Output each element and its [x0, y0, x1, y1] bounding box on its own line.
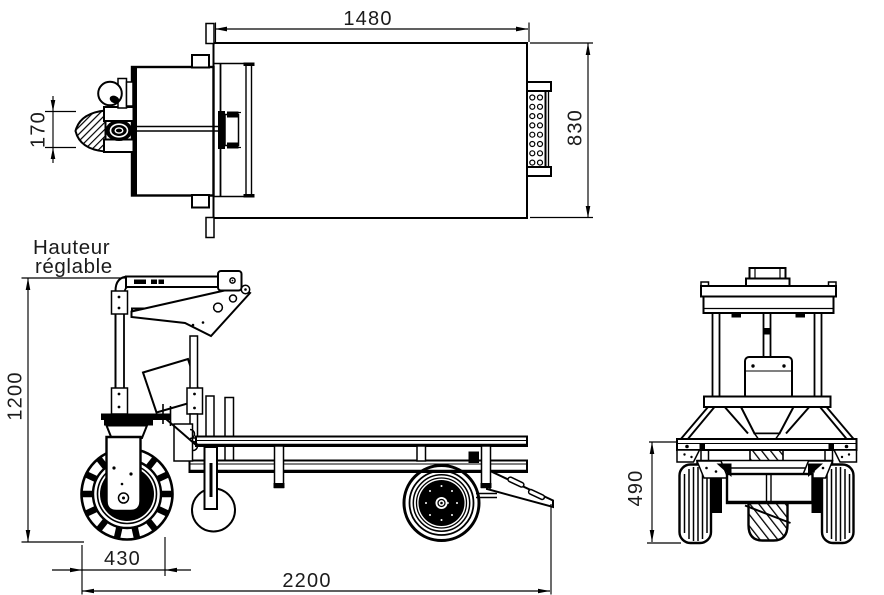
rear-ramp — [486, 467, 554, 509]
dim-label-1480: 1480 — [343, 8, 392, 30]
caster-wheel — [191, 446, 236, 533]
front-view — [676, 267, 858, 545]
top-view — [74, 22, 552, 239]
wheel-hub-top-view — [105, 120, 133, 141]
dim-label-490: 490 — [625, 470, 647, 507]
crossbar-upper — [700, 285, 837, 298]
rear-wheel-side-view — [402, 464, 497, 542]
crossbar-lower — [702, 295, 835, 314]
dim-label-430: 430 — [104, 548, 141, 570]
gearbox-front-view — [725, 472, 814, 505]
battery-box — [744, 356, 793, 400]
dim-wheel-diameter: 430 — [52, 537, 191, 595]
annotation-adjustable-height: Hauteur réglable — [33, 236, 113, 278]
dim-label-1200: 1200 — [5, 371, 27, 420]
drive-wheel-top-view — [74, 109, 107, 153]
dim-wheel-width: 170 — [28, 96, 76, 163]
rear-wheel-right-front-view — [820, 463, 855, 545]
label-hauteur: Hauteur — [33, 236, 110, 259]
dim-platform-length: 1480 — [214, 8, 530, 42]
perforated-plate — [526, 81, 552, 177]
tab-bottom — [205, 216, 215, 239]
drive-wheel-front-view — [747, 501, 789, 542]
label-reglable: réglable — [35, 255, 113, 278]
dim-overall-length: 2200 — [82, 504, 552, 595]
dim-deck-height: 490 — [625, 441, 681, 544]
dim-label-170: 170 — [28, 111, 50, 148]
dimensions: 1480 830 170 Hauteur réglable — [5, 8, 681, 595]
tab-top — [205, 22, 215, 45]
axle-beam — [676, 438, 858, 451]
side-view — [80, 270, 554, 542]
dim-label-2200: 2200 — [282, 570, 331, 592]
dim-label-830: 830 — [565, 109, 587, 146]
tiller-mast — [110, 275, 221, 415]
front-wheel-side-view — [80, 435, 174, 541]
platform-top-view — [212, 42, 528, 219]
dim-platform-width: 830 — [530, 42, 593, 219]
front-fork — [105, 435, 142, 513]
dim-handle-height: 1200 — [5, 277, 127, 543]
